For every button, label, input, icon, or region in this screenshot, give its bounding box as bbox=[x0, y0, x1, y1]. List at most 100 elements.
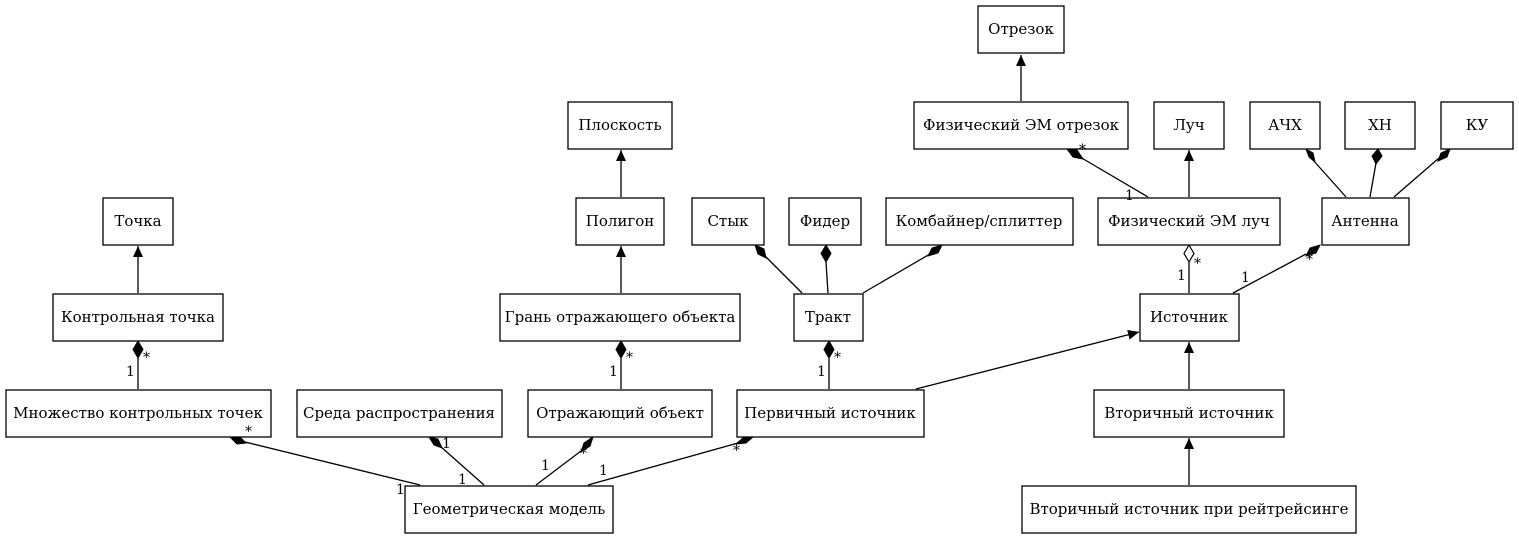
node-trakt: Тракт bbox=[793, 293, 864, 342]
node-fiz-em-otrezok: Физический ЭМ отрезок bbox=[913, 101, 1129, 150]
diamond-icon bbox=[427, 436, 443, 449]
multiplicity-one: 1 bbox=[1177, 268, 1186, 284]
multiplicity-labels: * 1 * 1 * 1 * 1 * 1 * 1 * 1 1 1 * 1 * 1 bbox=[126, 142, 1313, 498]
diamond-icon bbox=[820, 244, 832, 263]
node-kombainer: Комбайнер/сплиттер bbox=[885, 197, 1074, 246]
multiplicity-one: 1 bbox=[599, 463, 608, 479]
edge-pervichnyy-to-istochnik bbox=[915, 329, 1140, 390]
node-label: Отрезок bbox=[988, 20, 1054, 38]
node-istochnik: Источник bbox=[1139, 293, 1240, 342]
node-vtorichnyy-rt: Вторичный источник при рейтрейсинге bbox=[1021, 485, 1357, 534]
diamond-icon bbox=[1305, 147, 1316, 164]
edge-geom-mnozhestvo bbox=[244, 441, 421, 486]
node-label: Стык bbox=[707, 212, 749, 230]
multiplicity-one: 1 bbox=[396, 482, 405, 498]
node-label: Вторичный источник при рейтрейсинге bbox=[1029, 500, 1348, 518]
node-vtorichnyy: Вторичный источник bbox=[1093, 389, 1285, 438]
edge-trakt-kombainer bbox=[862, 253, 931, 294]
node-label: Отражающий объект bbox=[536, 404, 704, 422]
node-label: Комбайнер/сплиттер bbox=[896, 212, 1063, 230]
node-label: Множество контрольных точек bbox=[13, 404, 263, 422]
diamond-icon bbox=[132, 340, 144, 359]
diamond-icon bbox=[615, 340, 627, 359]
node-xn: ХН bbox=[1344, 101, 1416, 150]
node-otrezok: Отрезок bbox=[977, 5, 1065, 54]
node-label: Грань отражающего объекта bbox=[505, 308, 736, 326]
multiplicity-many: * bbox=[580, 446, 587, 462]
edge-trakt-styk bbox=[763, 254, 803, 294]
edge-antenna-achx bbox=[1312, 159, 1347, 198]
nodes: Отрезок Физический ЭМ отрезок Луч АЧХ ХН… bbox=[5, 5, 1514, 534]
diamond-icon bbox=[1371, 148, 1383, 165]
multiplicity-one: 1 bbox=[609, 364, 618, 380]
multiplicity-one: 1 bbox=[126, 364, 135, 380]
multiplicity-many: * bbox=[1194, 256, 1201, 272]
node-label: Фидер bbox=[800, 212, 850, 230]
node-label: Точка bbox=[114, 212, 161, 230]
multiplicity-one: 1 bbox=[442, 436, 451, 452]
node-poligon: Полигон bbox=[575, 197, 665, 246]
node-label: Луч bbox=[1173, 116, 1204, 134]
node-kontrolnaya-tochka: Контрольная точка bbox=[52, 293, 224, 342]
multiplicity-many: * bbox=[1306, 252, 1313, 268]
multiplicity-many: * bbox=[245, 424, 252, 440]
node-luch: Луч bbox=[1153, 101, 1225, 150]
edge-antenna-xn bbox=[1369, 162, 1377, 198]
node-label: Источник bbox=[1150, 308, 1229, 326]
generalization-edges bbox=[133, 55, 1194, 485]
node-ku: КУ bbox=[1440, 101, 1514, 150]
diamond-icon bbox=[1065, 148, 1085, 160]
multiplicity-many: * bbox=[1079, 142, 1086, 158]
node-tochka: Точка bbox=[102, 197, 174, 246]
multiplicity-one: 1 bbox=[541, 458, 550, 474]
multiplicity-many: * bbox=[733, 443, 740, 459]
edge-trakt-fider bbox=[825, 261, 829, 294]
edge-istochnik-antenna bbox=[1232, 253, 1307, 294]
diamond-icon bbox=[754, 244, 767, 259]
node-label: Физический ЭМ отрезок bbox=[923, 116, 1120, 134]
composition-edges bbox=[132, 147, 1451, 486]
edge-fiz-em-luch-otrezok bbox=[1079, 156, 1149, 198]
node-achx: АЧХ bbox=[1249, 101, 1321, 150]
node-sreda: Среда распространения bbox=[296, 389, 503, 438]
diamond-icon bbox=[927, 244, 943, 257]
node-mnozhestvo: Множество контрольных точек bbox=[5, 389, 272, 438]
diamond-icon bbox=[823, 340, 835, 359]
diamond-icon bbox=[580, 435, 594, 454]
node-pervichnyy: Первичный источник bbox=[736, 389, 925, 438]
multiplicity-one: 1 bbox=[817, 364, 826, 380]
multiplicity-one: 1 bbox=[458, 472, 467, 488]
node-label: Геометрическая модель bbox=[413, 500, 606, 518]
node-ploskost: Плоскость bbox=[567, 101, 673, 150]
node-label: Контрольная точка bbox=[61, 308, 215, 326]
edge-geom-sreda bbox=[439, 445, 485, 486]
diamond-icon bbox=[1305, 244, 1321, 257]
node-label: КУ bbox=[1466, 116, 1489, 134]
multiplicity-one: 1 bbox=[1125, 188, 1134, 204]
node-label: Среда распространения bbox=[303, 404, 495, 422]
node-geom-model: Геометрическая модель bbox=[404, 485, 614, 534]
multiplicity-one: 1 bbox=[1241, 270, 1250, 286]
node-label: АЧХ bbox=[1268, 116, 1302, 134]
node-fiz-em-luch: Физический ЭМ луч bbox=[1097, 197, 1281, 246]
node-label: Первичный источник bbox=[744, 404, 916, 422]
multiplicity-many: * bbox=[143, 350, 150, 366]
node-otrazhayushchiy: Отражающий объект bbox=[527, 389, 713, 438]
multiplicity-many: * bbox=[626, 350, 633, 366]
node-gran: Грань отражающего объекта bbox=[499, 293, 741, 342]
node-label: ХН bbox=[1368, 116, 1392, 134]
edge-geom-otrazhayushchiy bbox=[535, 450, 582, 486]
node-fider: Фидер bbox=[788, 197, 862, 246]
multiplicity-many: * bbox=[834, 350, 841, 366]
diamond-icon bbox=[1437, 148, 1451, 162]
node-label: Полигон bbox=[586, 212, 655, 230]
node-label: Физический ЭМ луч bbox=[1108, 212, 1270, 230]
node-antenna: Антенна bbox=[1321, 197, 1410, 246]
diamond-icon bbox=[734, 436, 755, 445]
edge-antenna-ku bbox=[1393, 157, 1440, 198]
edge-geom-pervichnyy bbox=[587, 442, 739, 486]
node-label: Антенна bbox=[1331, 212, 1399, 230]
node-label: Вторичный источник bbox=[1104, 404, 1274, 422]
